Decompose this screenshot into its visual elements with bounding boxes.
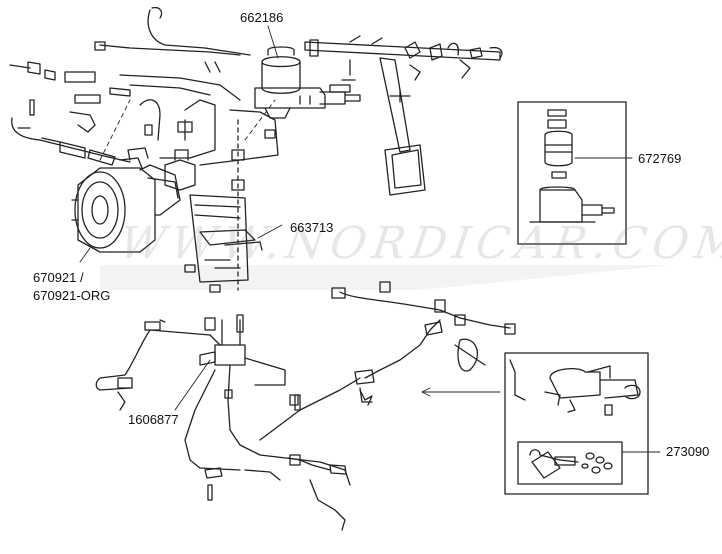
loose-hardware (159, 129, 373, 411)
leader-663713 (257, 224, 283, 239)
pedal-assembly (304, 35, 503, 196)
leader-670921 (79, 247, 91, 263)
hydraulic-lines-lower (95, 314, 375, 531)
dashed-guide-2 (244, 99, 276, 141)
part-label-662186: 662186 (240, 10, 284, 25)
part-label-670921-b: 670921-ORG (33, 288, 111, 303)
detail-box-273090 (504, 352, 661, 495)
part-label-663713: 663713 (290, 220, 334, 235)
left-fittings (9, 61, 131, 166)
dashed-guide-1 (99, 99, 131, 161)
watermark: WWW.NORDICAR.COM (116, 218, 722, 269)
leader-1606877 (174, 359, 211, 411)
part-label-273090: 273090 (666, 444, 710, 459)
leader-662186 (267, 25, 279, 59)
mounting-bracket (184, 119, 263, 293)
brake-servo (71, 147, 196, 253)
watermark-swoosh (100, 265, 670, 290)
pointer-arrow (421, 387, 501, 397)
brake-pipes-top (94, 6, 279, 166)
part-label-1606877: 1606877 (128, 412, 179, 427)
part-label-672769: 672769 (638, 151, 682, 166)
part-label-670921-a: 670921 / (33, 270, 84, 285)
detail-box-672769 (517, 101, 633, 245)
master-cylinder (254, 46, 361, 119)
clutch-line (331, 281, 516, 379)
